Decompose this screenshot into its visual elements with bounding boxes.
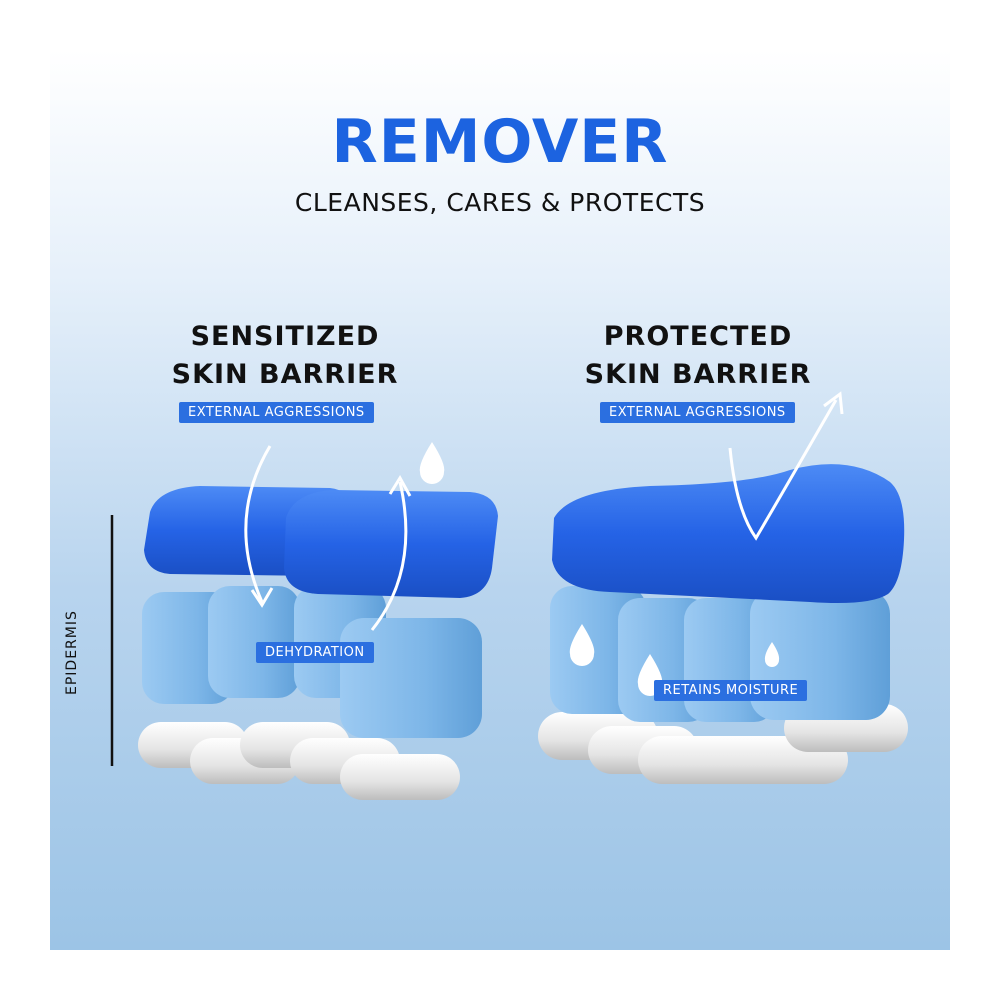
skin-layers-illustration xyxy=(110,391,908,800)
deflect-arrow xyxy=(728,399,838,541)
right-heading: PROTECTED SKIN BARRIER xyxy=(578,318,818,394)
retains-moisture-tag: RETAINS MOISTURE xyxy=(654,680,808,701)
left-fiber-layer xyxy=(138,722,460,800)
left-aggressions-tag: EXTERNAL AGGRESSIONS xyxy=(179,402,374,423)
left-outward-arrow xyxy=(370,481,408,631)
page-subtitle: CLEANSES, CARES & PROTECTS xyxy=(294,188,706,217)
left-outward-arrowhead xyxy=(388,475,412,497)
escaping-droplet-icon xyxy=(419,442,445,484)
left-heading-line1: SENSITIZED xyxy=(190,321,380,352)
right-aggressions-tag: EXTERNAL AGGRESSIONS xyxy=(600,402,795,423)
left-heading-line2: SKIN BARRIER xyxy=(171,359,399,390)
retained-droplet-icon xyxy=(764,642,780,667)
right-cell-layer xyxy=(550,586,890,722)
right-heading-line2: SKIN BARRIER xyxy=(584,359,812,390)
page-title: REMOVER xyxy=(331,107,669,177)
left-heading: SENSITIZED SKIN BARRIER xyxy=(165,318,405,394)
deflect-arrowhead xyxy=(823,391,844,415)
left-inward-arrowhead xyxy=(250,587,274,608)
retained-droplet-icon xyxy=(569,624,595,666)
dehydration-tag: DEHYDRATION xyxy=(256,642,374,663)
infographic-panel: REMOVER CLEANSES, CARES & PROTECTS SENSI… xyxy=(50,50,950,950)
epidermis-label: EPIDERMIS xyxy=(64,610,80,695)
right-barrier-layer xyxy=(552,464,905,603)
left-inward-arrow xyxy=(244,445,272,603)
right-heading-line1: PROTECTED xyxy=(603,321,793,352)
left-barrier-layer xyxy=(144,486,498,598)
